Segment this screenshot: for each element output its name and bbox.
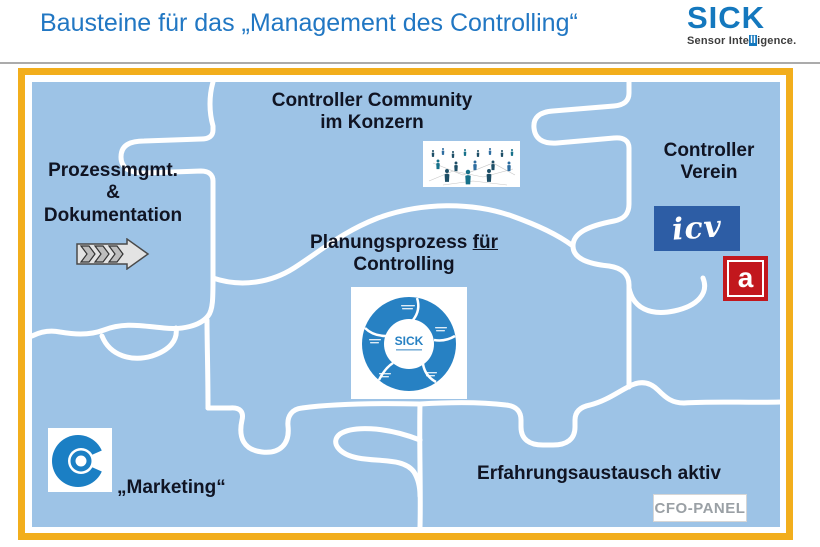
icv-logo-text: icv [670,209,724,248]
tagline-pre: Sensor Inte [687,35,750,47]
label-marketing: „Marketing“ [117,477,226,498]
controller-akademie-logo: a [723,256,768,301]
label-line: & [106,182,120,204]
sick-tagline: Sensor Intelligence. [687,35,807,47]
page-title: Bausteine für das „Management des Contro… [40,9,578,37]
label-line: Planungsprozess für [284,232,524,254]
label-line: Controller Community [271,90,473,111]
label-erfahrungsaustausch: Erfahrungsaustausch aktiv [477,463,721,484]
label-line: Controlling [353,254,455,276]
label-underlined: für [472,232,498,253]
label-line: Controller [663,140,755,161]
controlling-c-logo [48,428,112,492]
label-line: im Konzern [320,112,424,134]
label-prozessmgmt: Prozessmgmt. & Dokumentation [32,160,194,227]
tagline-block: ll [749,35,758,46]
sick-logo: SICK Sensor Intelligence. [687,2,807,47]
label-controller-community: Controller Community im Konzern [232,90,512,135]
label-pre: Planungsprozess [310,232,473,253]
tagline-post: igence. [757,35,797,47]
label-controller-verein: Controller Verein [639,140,779,185]
cfo-panel-badge: CFO-PANEL [653,494,747,522]
label-planungsprozess: Planungsprozess für Controlling [284,232,524,277]
cycle-center-brand: SICK [395,334,424,348]
header-divider [0,62,820,64]
akademie-letter: a [737,261,754,293]
sick-cycle-image: SICK [351,287,467,399]
people-network-image [423,141,520,187]
icv-logo: icv [654,206,740,251]
label-line: Verein [680,162,738,184]
akademie-inner-border: a [727,260,764,297]
sick-wordmark: SICK [687,0,766,35]
puzzle-board: Controller Community im Konzern [32,82,780,527]
process-chevrons-icon [76,238,150,270]
label-line: Dokumentation [43,204,183,226]
puzzle-outlines [32,82,780,527]
label-line: Prozessmgmt. [48,160,178,181]
